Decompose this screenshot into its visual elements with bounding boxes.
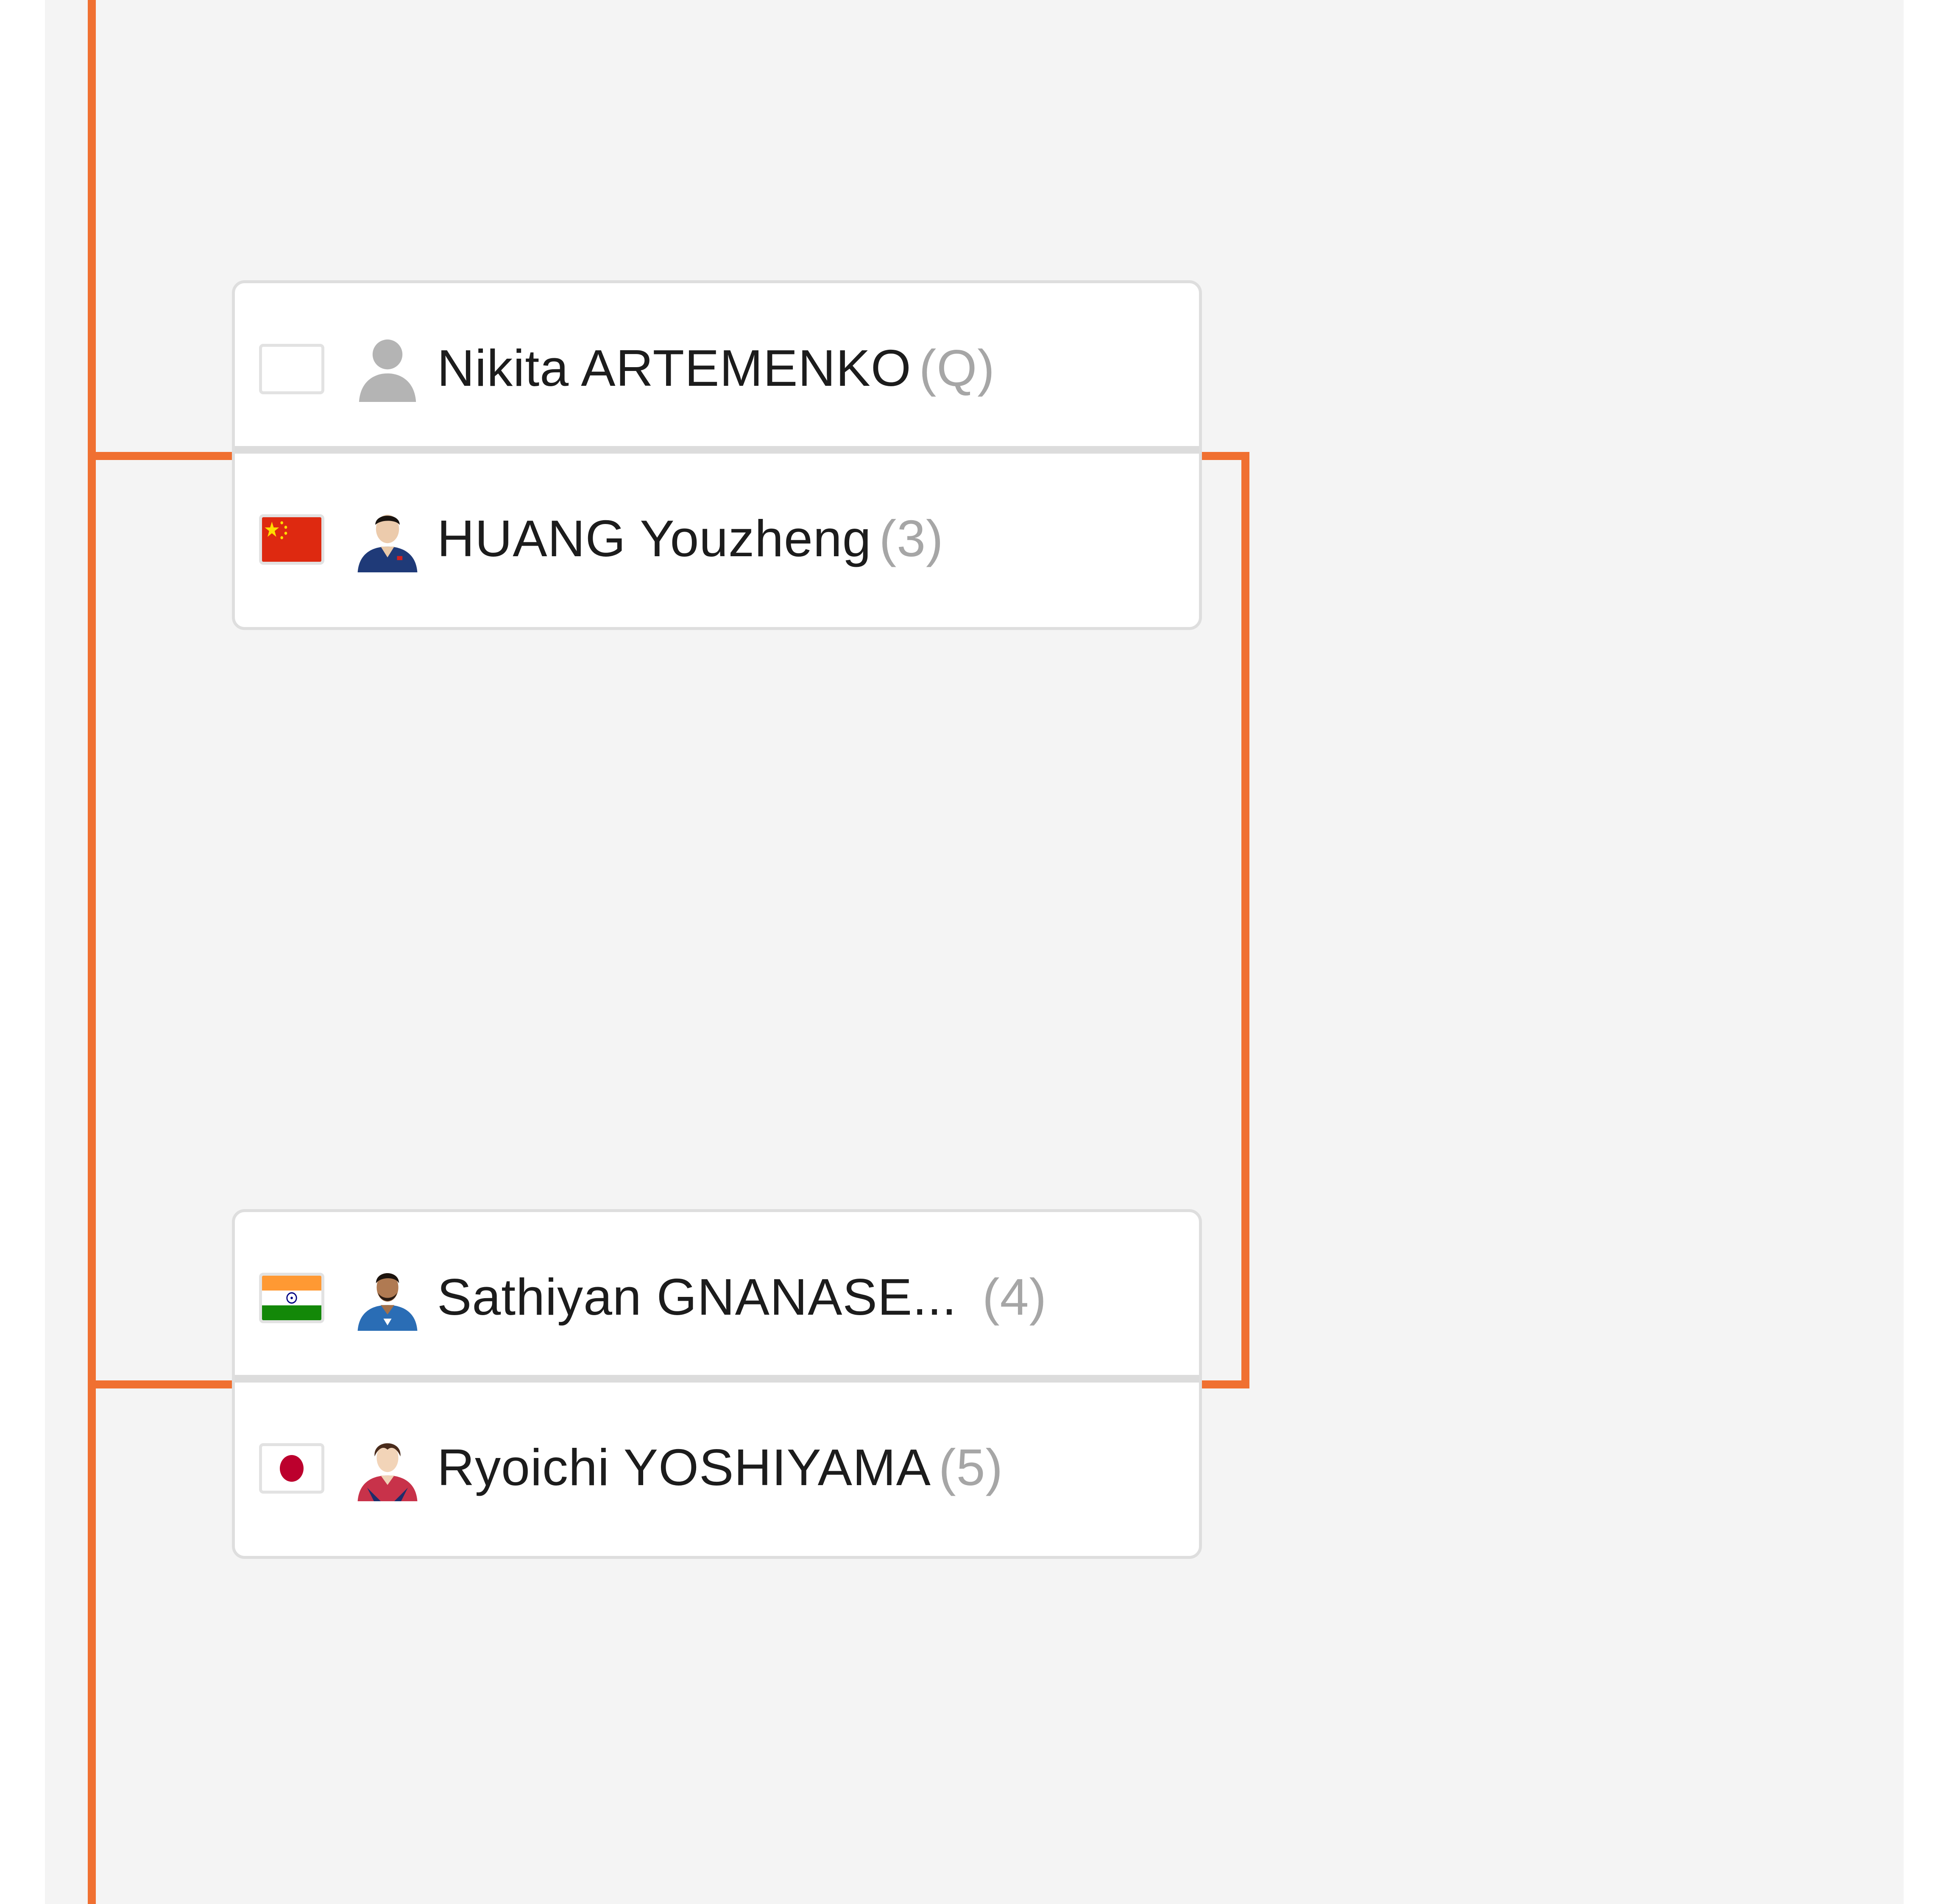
player-seed: (Q) xyxy=(919,339,995,397)
player-seed: (4) xyxy=(982,1268,1047,1326)
player-seed: (5) xyxy=(939,1438,1004,1496)
player-row[interactable]: Sathiyan GNANASE...(4) xyxy=(235,1212,1199,1383)
player-name: HUANG Youzheng(3) xyxy=(437,510,944,567)
bracket-next-round-vertical xyxy=(1241,452,1249,1388)
bracket-line-left-vertical xyxy=(88,0,96,1904)
china-flag-icon xyxy=(259,514,324,565)
player-photo-avatar xyxy=(354,1263,421,1331)
player-name: Sathiyan GNANASE...(4) xyxy=(437,1268,1047,1326)
player-seed: (3) xyxy=(879,510,944,567)
person-silhouette-icon xyxy=(354,334,421,402)
player-row[interactable]: HUANG Youzheng(3) xyxy=(235,454,1199,624)
bracket-next-round-top xyxy=(1199,452,1249,460)
bracket-panel: Nikita ARTEMENKO(Q) xyxy=(45,0,1904,1904)
player-row[interactable]: Nikita ARTEMENKO(Q) xyxy=(235,283,1199,454)
empty-flag-icon xyxy=(259,344,324,394)
player-photo-avatar xyxy=(354,505,421,572)
india-flag-icon xyxy=(259,1273,324,1323)
player-photo-avatar xyxy=(354,1433,421,1501)
match-card[interactable]: Nikita ARTEMENKO(Q) xyxy=(232,280,1202,630)
bracket-connector-match-2 xyxy=(88,1380,234,1388)
japan-flag-icon xyxy=(259,1443,324,1494)
player-name: Nikita ARTEMENKO(Q) xyxy=(437,339,995,397)
bracket-connector-match-1 xyxy=(88,452,234,460)
match-card[interactable]: Sathiyan GNANASE...(4) Ryoichi Y xyxy=(232,1209,1202,1559)
bracket-next-round-bottom xyxy=(1199,1380,1249,1388)
player-name: Ryoichi YOSHIYAMA(5) xyxy=(437,1438,1004,1496)
player-row[interactable]: Ryoichi YOSHIYAMA(5) xyxy=(235,1383,1199,1553)
